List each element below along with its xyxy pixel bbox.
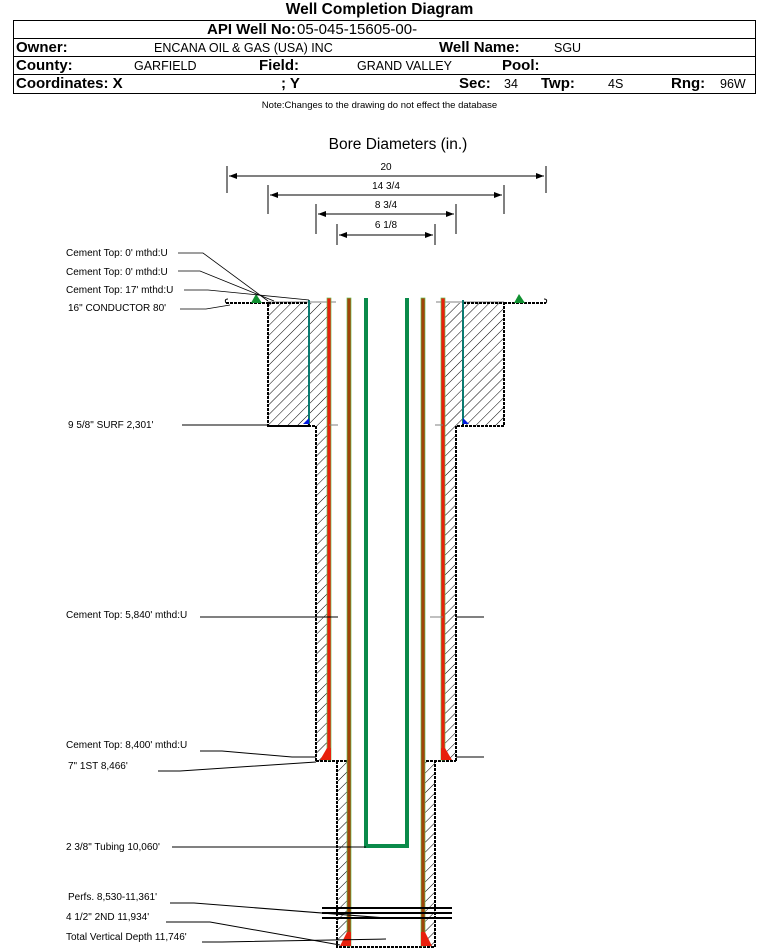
shoe-icon bbox=[421, 932, 432, 946]
shoe-icon bbox=[320, 748, 331, 760]
annotation-cement-top-17: Cement Top: 17' mthd:U bbox=[66, 285, 173, 296]
dimension-20: 20 bbox=[226, 162, 547, 193]
annotation-4-1-2-production: 4 1/2" 2ND 11,934' bbox=[66, 912, 149, 923]
county-value: GARFIELD bbox=[134, 59, 197, 73]
county-label: County: bbox=[16, 57, 73, 74]
annotation-cement-top-5840: Cement Top: 5,840' mthd:U bbox=[66, 610, 187, 621]
tubing bbox=[364, 298, 409, 848]
api-value: 05-045-15605-00- bbox=[297, 21, 418, 38]
perforations bbox=[322, 907, 452, 919]
well-header-table: API Well No: 05-045-15605-00- Owner: ENC… bbox=[13, 20, 756, 94]
production-cement bbox=[336, 761, 436, 948]
owner-value: ENCANA OIL & GAS (USA) INC bbox=[154, 41, 333, 55]
rng-value: 96W bbox=[720, 77, 746, 91]
intermediate-cement bbox=[268, 425, 504, 762]
coordinates-x-label: Coordinates: X bbox=[16, 75, 123, 92]
api-label: API Well No: bbox=[207, 21, 296, 38]
annotation-tubing: 2 3/8" Tubing 10,060' bbox=[66, 842, 160, 853]
rng-label: Rng: bbox=[671, 75, 706, 92]
field-value: GRAND VALLEY bbox=[357, 59, 452, 73]
bore-diameters-title: Bore Diameters (in.) bbox=[329, 136, 468, 153]
surface-cement bbox=[267, 302, 505, 427]
header-row-api: API Well No: 05-045-15605-00- bbox=[14, 21, 755, 39]
dimension-label: 8 3/4 bbox=[375, 200, 398, 211]
sec-label: Sec: bbox=[459, 75, 491, 92]
cement-marker-icon bbox=[514, 294, 525, 303]
annotation-7-intermediate: 7" 1ST 8,466' bbox=[68, 761, 128, 772]
conductor-surface bbox=[224, 294, 548, 304]
header-row-coordinates: Coordinates: X ; Y Sec: 34 Twp: 4S Rng: … bbox=[14, 75, 755, 93]
dimension-label: 20 bbox=[380, 162, 392, 173]
surface-casing bbox=[303, 300, 469, 424]
well-name-value: SGU bbox=[554, 41, 582, 55]
annotation-cement-top-0-a: Cement Top: 0' mthd:U bbox=[66, 248, 168, 259]
coordinates-y-label: ; Y bbox=[281, 75, 300, 92]
cement-marker-icon bbox=[251, 294, 262, 303]
header-row-county: County: GARFIELD Field: GRAND VALLEY Poo… bbox=[14, 57, 755, 75]
shoe-icon bbox=[463, 418, 469, 424]
diagram-title: Well Completion Diagram bbox=[285, 1, 474, 18]
field-label: Field: bbox=[259, 57, 299, 74]
dimension-label: 14 3/4 bbox=[372, 181, 400, 192]
shoe-icon bbox=[441, 748, 452, 760]
database-note: Note:Changes to the drawing do not effec… bbox=[261, 100, 498, 111]
shoe-icon bbox=[303, 418, 309, 424]
dimension-8-3-4: 8 3/4 bbox=[315, 200, 457, 234]
dimension-6-1-8: 6 1/8 bbox=[336, 220, 436, 245]
annotation-total-vertical-depth: Total Vertical Depth 11,746' bbox=[66, 932, 187, 943]
annotation-surface-casing: 9 5/8" SURF 2,301' bbox=[68, 420, 154, 431]
owner-label: Owner: bbox=[16, 39, 68, 56]
annotation-perfs: Perfs. 8,530-11,361' bbox=[68, 892, 157, 903]
header-row-owner: Owner: ENCANA OIL & GAS (USA) INC Well N… bbox=[14, 39, 755, 57]
twp-label: Twp: bbox=[541, 75, 575, 92]
dimension-14-3-4: 14 3/4 bbox=[267, 181, 505, 214]
intermediate-casing bbox=[320, 297, 452, 761]
sec-value: 34 bbox=[504, 77, 518, 91]
annotation-16-conductor: 16" CONDUCTOR 80' bbox=[68, 303, 166, 314]
pool-label: Pool: bbox=[502, 57, 540, 74]
annotation-cement-top-0-b: Cement Top: 0' mthd:U bbox=[66, 267, 168, 278]
shoe-icon bbox=[340, 932, 351, 946]
twp-value: 4S bbox=[608, 77, 624, 91]
annotation-cement-top-8400: Cement Top: 8,400' mthd:U bbox=[66, 740, 187, 751]
production-casing bbox=[340, 297, 432, 947]
dimension-label: 6 1/8 bbox=[375, 220, 398, 231]
well-name-label: Well Name: bbox=[439, 39, 520, 56]
